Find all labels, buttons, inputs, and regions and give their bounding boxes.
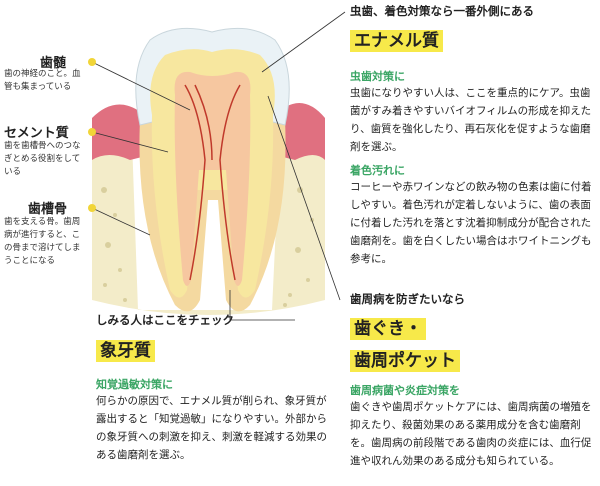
bone-desc: 歯を支える骨。歯周病が進行すると、この骨まで溶けてしまうことになる [4,217,81,266]
gum-lead: 歯周病を防ぎたいなら [350,292,465,306]
bone-texture [101,187,314,307]
bone-title: 歯槽骨 [28,202,68,217]
pulp-desc: 歯の神経のこと。血管も集まっている [4,69,81,92]
pulp-title: 歯髄 [40,56,67,71]
cementum-desc: 歯を歯槽骨へのつなぎとめる役割をしている [4,141,81,177]
dentin-lead: しみる人はここをチェック [96,313,234,327]
dentin-title: 象牙質 [96,340,155,362]
cementum-label: セメント質 [4,122,92,141]
leader-lines [91,11,346,321]
enamel-text1: 虫歯になりやすい人は、ここを重点的にケア。虫歯菌がすみ着きやすいバイオフィルムの… [350,87,592,153]
blood-vessels [184,84,241,281]
cementum-title: セメント質 [4,126,69,141]
enamel-title-wrap: エナメル質 [350,26,443,52]
enamel-lead: 虫歯、着色対策なら一番外側にある [350,4,534,18]
pulp [174,71,251,286]
gum-title1-wrap: 歯ぐき・ [350,314,426,340]
dentin-title-wrap: 象牙質 [96,336,155,362]
gum-title1: 歯ぐき・ [350,318,426,340]
label-dots [88,58,96,212]
bone-label: 歯槽骨 [28,198,88,217]
enamel-sub1: 虫歯対策に [350,70,405,83]
dentin-sub: 知覚過敏対策に [96,378,173,391]
dentin-text: 何らかの原因で、エナメル質が削られ、象牙質が露出すると「知覚過敏」になりやすい。… [96,395,327,461]
gum-sub: 歯周病菌や炎症対策を [350,384,460,397]
gum-title2-wrap: 歯周ポケット [350,346,460,372]
gum-title2: 歯周ポケット [350,350,460,372]
enamel-sub2: 着色汚れに [350,164,405,177]
enamel-text2: コーヒーや赤ワインなどの飲み物の色素は歯に付着しやすい。着色汚れが定着しないよう… [350,181,592,265]
enamel-title: エナメル質 [350,30,443,52]
gum-text: 歯ぐきや歯周ポケットケアには、歯周病菌の増殖を抑えたり、殺菌効果のある薬用成分を… [350,401,592,467]
pulp-label: 歯髄 [40,52,90,71]
